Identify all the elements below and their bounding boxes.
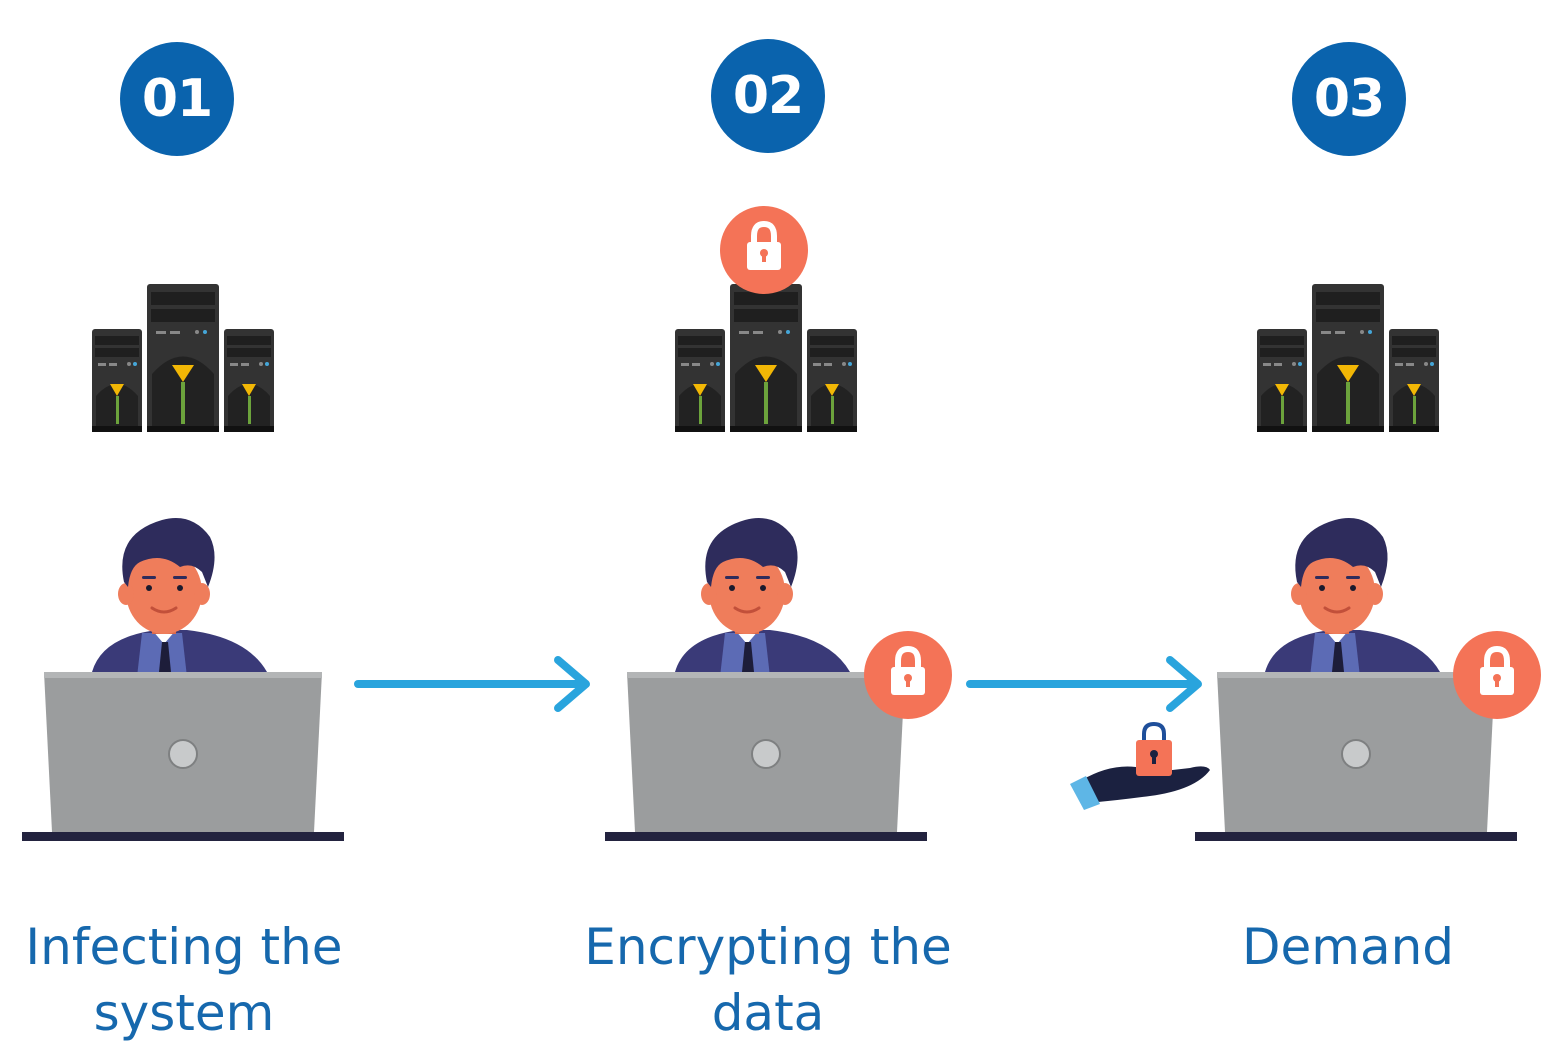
- server-icon-step-1: [92, 284, 274, 432]
- step-number-badge-2: 02: [711, 39, 825, 153]
- step-label-1: Infecting the system: [25, 918, 343, 1042]
- step-label-2: Encrypting the data: [584, 918, 952, 1042]
- step-number-badge-1: 01: [120, 42, 234, 156]
- padlock-icon-laptop-3: [1453, 631, 1541, 719]
- hand-holding-lock-icon: [1070, 721, 1210, 810]
- padlock-icon-server: [720, 206, 808, 294]
- right-arrow-icon-1: [358, 660, 586, 708]
- person-at-laptop-icon-step-1: [20, 516, 346, 843]
- padlock-icon-laptop-2: [864, 631, 952, 719]
- step-number-badge-3: 03: [1292, 42, 1406, 156]
- server-icon-step-2: [675, 284, 857, 432]
- right-arrow-icon-2: [970, 660, 1198, 708]
- step-label-3: Demand: [1241, 918, 1455, 976]
- server-icon-step-3: [1257, 284, 1439, 432]
